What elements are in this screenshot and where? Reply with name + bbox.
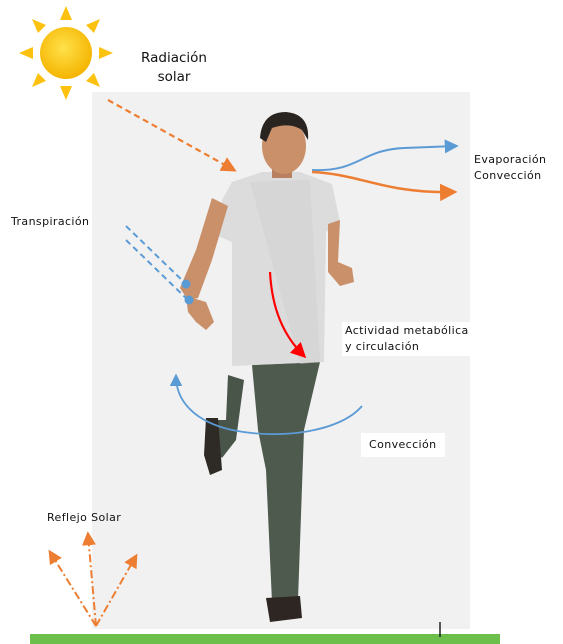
evaporation-arrow [312,146,456,170]
solar-reflection-label: Reflejo Solar [44,509,124,527]
sun-icon [19,6,113,100]
convection-body-label: Convección [361,433,445,457]
runner-figure [180,112,354,622]
metabolic-activity-label-line2: y circulación [345,339,469,355]
ground-strip [30,634,500,644]
transpiration-label: Transpiración [8,213,92,231]
metabolic-activity-label-line1: Actividad metabólica [345,323,469,339]
evaporation-convection-label: Evaporación Convección [471,151,549,185]
solar-radiation-arrow [108,100,234,170]
solar-reflection-arrows [50,534,136,626]
evaporation-label: Evaporación [474,152,546,168]
metabolic-activity-label: Actividad metabólica y circulación [342,322,472,356]
solar-radiation-label: Radiación solar [128,48,220,88]
convection-head-label: Convección [474,168,546,184]
convection-head-arrow [312,172,454,192]
solar-radiation-label-line2: solar [131,68,217,87]
solar-radiation-label-line1: Radiación [131,49,217,68]
